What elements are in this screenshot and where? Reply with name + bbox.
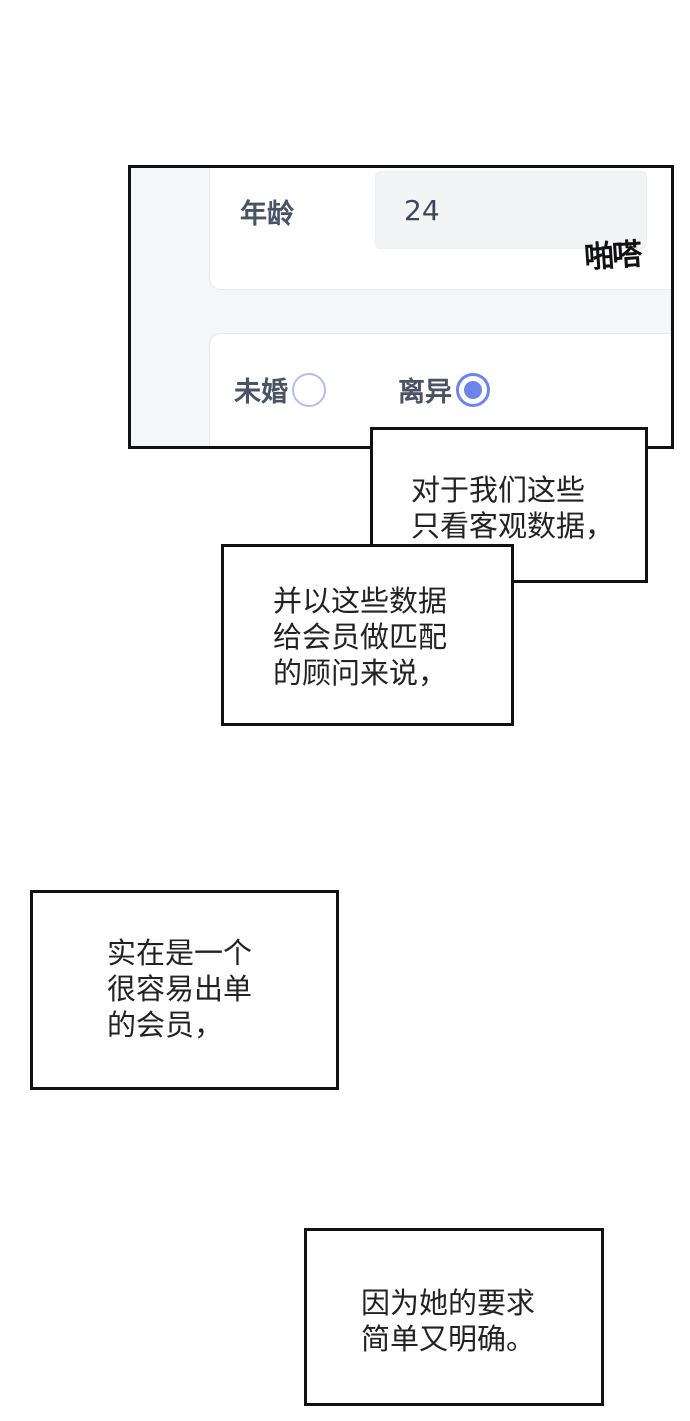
age-input[interactable]: 24 (375, 171, 647, 249)
speech-text-2: 并以这些数据 给会员做匹配 的顾问来说， (273, 584, 448, 690)
speech-box-4: 因为她的要求 简单又明确。 (304, 1228, 604, 1406)
radio-selected-icon[interactable] (456, 372, 490, 407)
speech-text-3: 实在是一个 很容易出单 的会员， (107, 936, 253, 1042)
radio-option-unmarried[interactable]: 未婚 (234, 370, 326, 409)
speech-text-1: 对于我们这些 只看客观数据， (411, 473, 615, 543)
age-field-card: 年龄 24 啪嗒 (209, 168, 671, 290)
speech-text-4: 因为她的要求 简单又明确。 (361, 1286, 536, 1356)
speech-box-2: 并以这些数据 给会员做匹配 的顾问来说， (221, 544, 514, 726)
radio-label-divorced: 离异 (398, 377, 452, 408)
age-label: 年龄 (240, 199, 294, 230)
sound-effect-text: 啪嗒 (583, 237, 642, 276)
radio-label-unmarried: 未婚 (234, 377, 288, 408)
comic-panel-form: 年龄 24 啪嗒 未婚 离异 (128, 165, 674, 449)
radio-option-divorced[interactable]: 离异 (398, 370, 490, 409)
age-value: 24 (404, 194, 440, 227)
radio-unselected-icon[interactable] (292, 372, 326, 407)
speech-box-3: 实在是一个 很容易出单 的会员， (30, 890, 339, 1090)
